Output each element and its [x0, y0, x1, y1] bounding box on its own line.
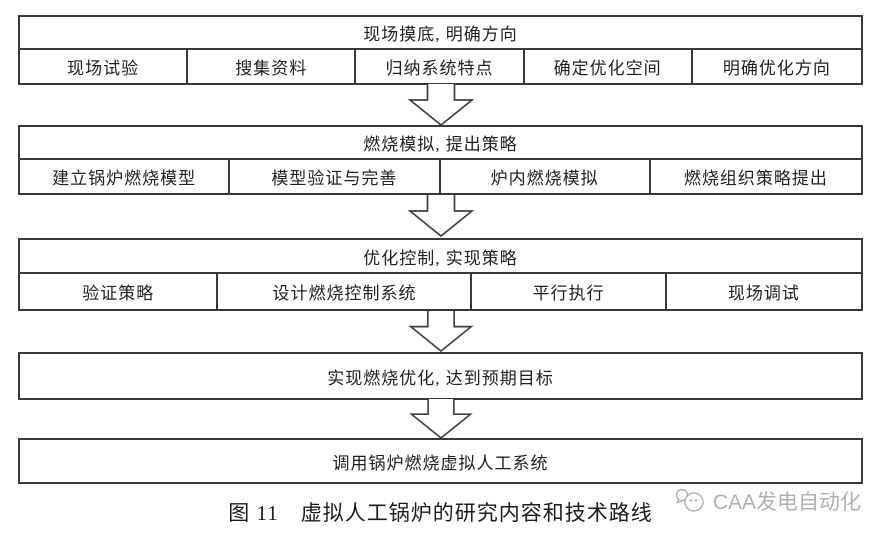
- stage-virtual-system-title: 调用锅炉燃烧虚拟人工系统: [332, 453, 549, 473]
- stage-simulation-steps: 建立锅炉燃烧模型 模型验证与完善 炉内燃烧模拟 燃烧组织策略提出: [20, 158, 861, 193]
- down-arrow: [408, 311, 474, 352]
- watermark-text: CAA发电自动化: [712, 491, 861, 514]
- step-strategy-proposal: 燃烧组织策略提出: [683, 169, 828, 188]
- step-parallel-execution: 平行执行: [472, 274, 667, 309]
- stage-survey-steps: 现场试验 搜集资料 归纳系统特点 确定优化空间 明确优化方向: [20, 48, 861, 83]
- figure-caption: 图 11 虚拟人工锅炉的研究内容和技术路线: [228, 501, 653, 525]
- step-field-commissioning: 现场调试: [727, 284, 800, 303]
- stage-control: 优化控制, 实现策略 验证策略 设计燃烧控制系统 平行执行 现场调试: [18, 238, 863, 311]
- stage-simulation: 燃烧模拟, 提出策略 建立锅炉燃烧模型 模型验证与完善 炉内燃烧模拟 燃烧组织策…: [18, 125, 863, 195]
- step-optimization-space: 确定优化空间: [525, 50, 693, 83]
- step-system-features: 归纳系统特点: [356, 50, 525, 83]
- step-build-model: 建立锅炉燃烧模型: [20, 160, 231, 193]
- chat-face-logo-icon: [675, 488, 704, 512]
- step-optimization-direction: 明确优化方向: [722, 59, 831, 78]
- stage-survey-title: 现场摸底, 明确方向: [363, 25, 518, 44]
- stage-control-title: 优化控制, 实现策略: [363, 248, 518, 268]
- step-field-test: 现场试验: [20, 50, 189, 83]
- step-furnace-simulation: 炉内燃烧模拟: [441, 160, 651, 193]
- step-model-validation: 模型验证与完善: [230, 160, 441, 193]
- down-arrow: [407, 84, 475, 126]
- stage-control-steps: 验证策略 设计燃烧控制系统 平行执行 现场调试: [20, 272, 861, 309]
- stage-goal-title: 实现燃烧优化, 达到预期目标: [327, 368, 554, 388]
- step-collect-data: 搜集资料: [188, 50, 357, 83]
- watermark: CAA发电自动化: [670, 486, 863, 516]
- step-verify-strategy: 验证策略: [20, 274, 219, 309]
- stage-goal: 实现燃烧优化, 达到预期目标: [18, 352, 863, 400]
- step-design-control-system: 设计燃烧控制系统: [218, 274, 473, 309]
- down-arrow: [409, 399, 473, 439]
- down-arrow: [407, 195, 475, 237]
- stage-survey: 现场摸底, 明确方向 现场试验 搜集资料 归纳系统特点 确定优化空间 明确优化方…: [18, 15, 863, 85]
- stage-virtual-system: 调用锅炉燃烧虚拟人工系统: [18, 438, 863, 484]
- stage-simulation-title: 燃烧模拟, 提出策略: [363, 135, 518, 154]
